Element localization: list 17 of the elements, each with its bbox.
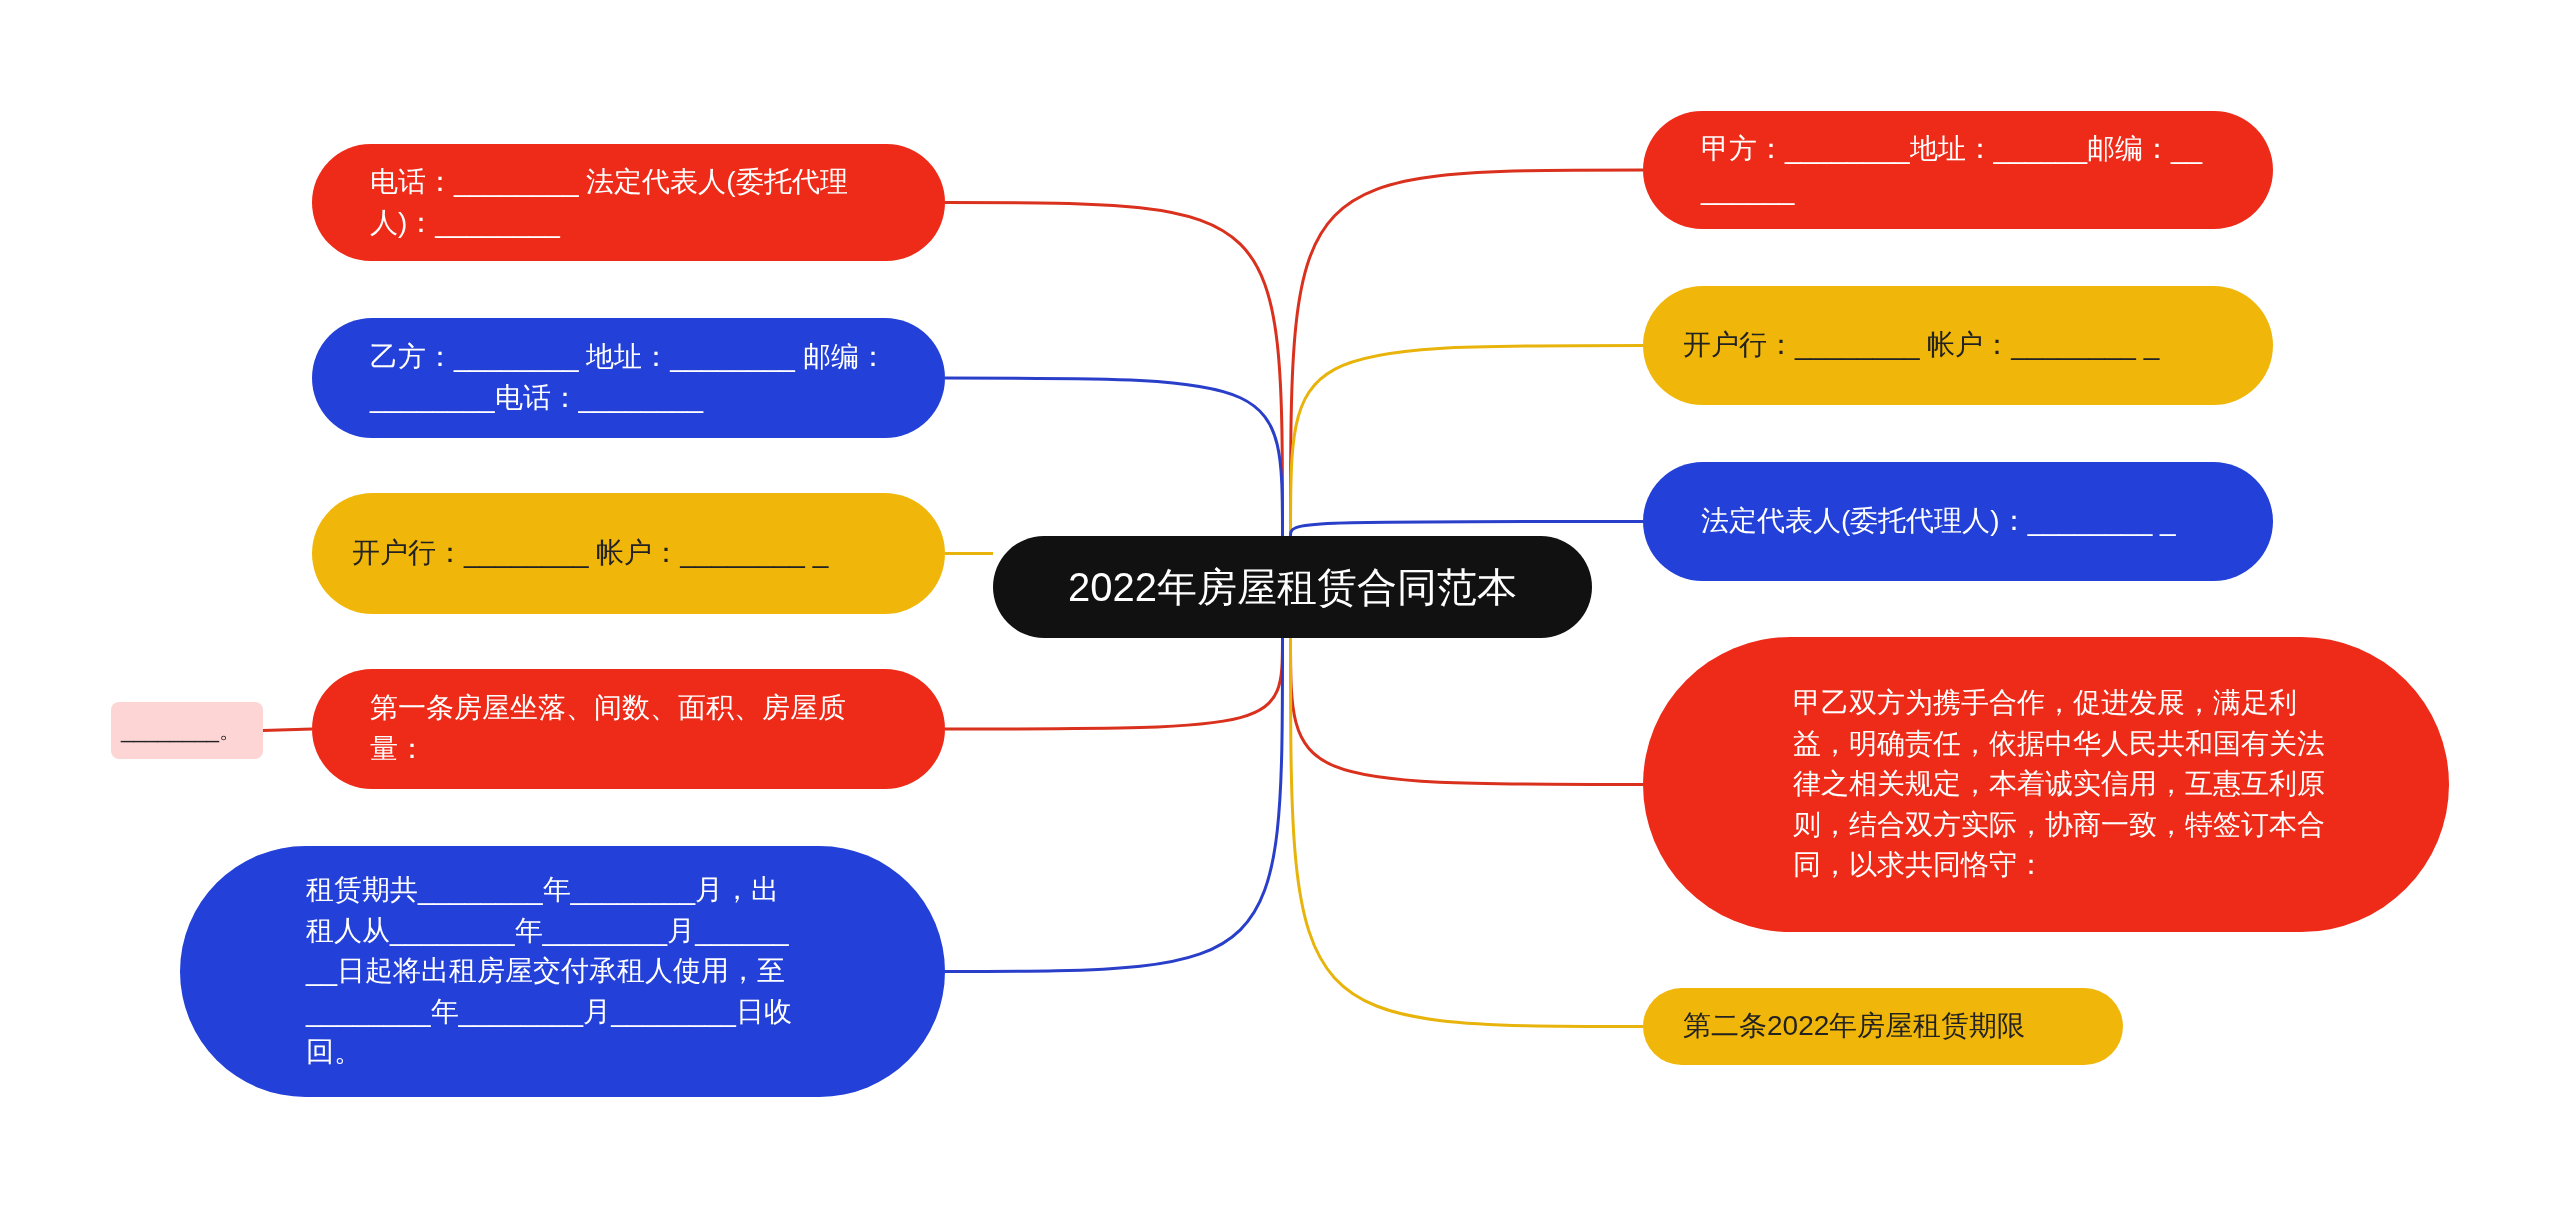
topic-pill: 开户行：________ 帐户：________ _ <box>1643 286 2273 405</box>
subtopic-box: ________。 <box>111 702 263 759</box>
topic-pill: 第一条房屋坐落、间数、面积、房屋质量： <box>312 669 945 789</box>
topic-pill: 开户行：________ 帐户：________ _ <box>312 493 945 614</box>
connector-line <box>945 638 1284 973</box>
central-topic: 2022年房屋租赁合同范本 <box>993 536 1592 638</box>
topic-pill: 乙方：________ 地址：________ 邮编：________电话：________ <box>312 318 945 438</box>
connector-line <box>262 727 313 732</box>
topic-pill: 租赁期共________年________月，出租人从________年________月________日起将出租房屋交付承租人使用，至________年________月________日收回。 <box>180 846 945 1097</box>
topic-pill: 法定代表人(委托代理人)：________ _ <box>1643 462 2273 581</box>
connector-line <box>945 376 1284 536</box>
topic-pill: 甲方：________地址：______邮编：________ <box>1643 111 2273 229</box>
topic-pill: 电话：________ 法定代表人(委托代理人)：________ <box>312 144 945 261</box>
topic-pill: 第二条2022年房屋租赁期限 <box>1643 988 2123 1065</box>
topic-pill: 甲乙双方为携手合作，促进发展，满足利益，明确责任，依据中华人民共和国有关法律之相关规定，本着诚实信用，互惠互利原则，结合双方实际，协商一致，特签订本合同，以求共同恪守： <box>1643 637 2449 932</box>
connector-line <box>945 552 993 555</box>
connector-line <box>1289 520 1643 537</box>
